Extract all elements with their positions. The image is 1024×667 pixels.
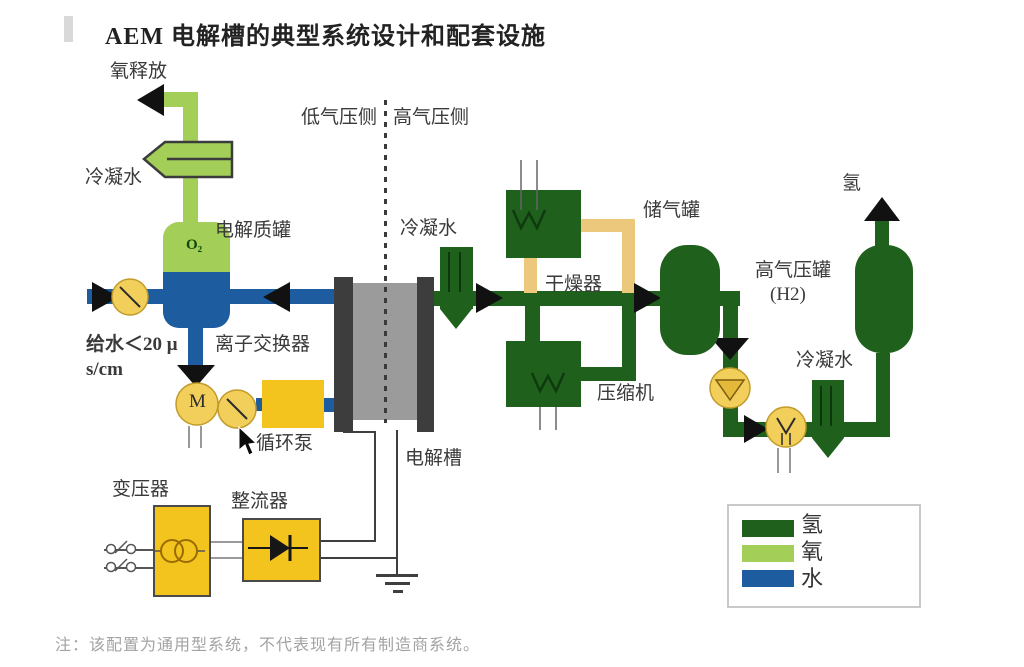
drain-arrow-icon xyxy=(177,365,215,387)
rectifier-unit xyxy=(242,518,321,582)
legend-label-oxygen: 氧 xyxy=(801,539,824,564)
scan-artifact xyxy=(64,16,73,42)
regen-pipe-right xyxy=(581,219,635,232)
legend-swatch-oxygen xyxy=(742,545,794,562)
separator-internal xyxy=(459,252,461,292)
condensate-separator xyxy=(440,247,473,309)
transformer-symbol xyxy=(155,539,205,563)
dryer-return-pipe xyxy=(622,306,636,381)
rectifier-negative-wire xyxy=(317,557,398,559)
label-rectifier: 整流器 xyxy=(231,491,289,512)
regen-pipe-drop xyxy=(622,219,635,293)
label-hp-tank-2: (H2) xyxy=(770,284,806,305)
label-condensate-right: 冷凝水 xyxy=(796,350,854,371)
label-feed-water-1: 给水＜20 μ xyxy=(86,334,178,355)
oxygen-condenser xyxy=(142,140,234,179)
ground-symbol xyxy=(393,590,403,593)
transformer-rectifier-wire xyxy=(207,541,242,543)
electrolyte-tank-gas-phase xyxy=(163,222,230,272)
label-feed-water-2: s/cm xyxy=(86,359,123,380)
o2-tag: O₂ xyxy=(186,237,203,253)
separator-internal xyxy=(448,252,450,292)
label-dryer: 干燥器 xyxy=(545,274,603,295)
legend-label-hydrogen: 氢 xyxy=(801,512,824,537)
label-hp-tank-1: 高气压罐 xyxy=(755,260,832,281)
label-storage-tank: 储气罐 xyxy=(643,200,701,221)
label-condensate-top: 冷凝水 xyxy=(85,167,143,188)
electrolyte-tank xyxy=(163,222,230,328)
pump-outlet-stub xyxy=(256,398,266,411)
dryer-heater-top xyxy=(511,160,547,231)
dryer-outlet-pipe xyxy=(581,367,628,381)
dryer-heater-bottom xyxy=(530,372,566,430)
pump-lead xyxy=(777,448,779,473)
hp-tank-feed-pipe xyxy=(876,353,890,437)
rectifier-positive-wire xyxy=(317,540,376,542)
circulation-pump xyxy=(217,389,257,429)
label-electrolyzer: 电解槽 xyxy=(405,448,463,469)
ground-symbol xyxy=(385,582,410,585)
feed-water-valve xyxy=(111,278,149,316)
electrolyzer-end-plate xyxy=(417,277,434,432)
hydrogen-out-arrow-icon xyxy=(864,197,900,221)
condensate-trap xyxy=(812,380,844,438)
dryer-tower-bottom xyxy=(506,341,581,407)
legend-label-water: 水 xyxy=(801,566,824,591)
oxygen-release-arrow-icon xyxy=(137,84,164,116)
hydrogen-outlet-pipe xyxy=(875,220,889,247)
pump-lead xyxy=(789,448,791,473)
ground-wire xyxy=(396,430,398,576)
motor-tag: M xyxy=(189,391,206,412)
storage-inlet-arrow-icon xyxy=(634,283,661,313)
ion-exchanger-unit xyxy=(262,380,324,428)
label-compressor: 压缩机 xyxy=(597,383,655,404)
trap-internal xyxy=(830,386,832,426)
legend-swatch-hydrogen xyxy=(742,520,794,537)
trap-internal xyxy=(820,386,822,426)
motor-lead xyxy=(188,426,190,448)
label-hydrogen-out: 氢 xyxy=(842,173,862,194)
label-low-pressure-side: 低气压侧 xyxy=(301,107,378,128)
label-ion-exchanger: 离子交换器 xyxy=(215,334,311,355)
high-pressure-tank xyxy=(855,245,913,353)
booster-pump xyxy=(765,406,807,448)
motor-lead xyxy=(200,426,202,448)
page-title: AEM 电解槽的典型系统设计和配套设施 xyxy=(105,24,546,50)
return-flow-arrow-icon xyxy=(263,282,290,312)
legend-swatch-water xyxy=(742,570,794,587)
label-electrolyte-tank: 电解质罐 xyxy=(215,220,292,241)
footnote: 注：该配置为通用型系统，不代表现有所有制造商系统。 xyxy=(55,637,481,654)
condensate-separator-bottom xyxy=(440,309,472,329)
label-condensate-mid: 冷凝水 xyxy=(400,218,458,239)
compressor-unit xyxy=(709,367,751,409)
ground-symbol xyxy=(376,574,418,577)
label-high-pressure-side: 高气压侧 xyxy=(393,107,470,128)
transformer-rectifier-wire xyxy=(207,557,242,559)
gas-storage-tank xyxy=(660,245,720,355)
compressor-inlet-arrow-icon xyxy=(711,338,749,360)
label-transformer: 变压器 xyxy=(112,479,170,500)
dryer-feed-pipe xyxy=(525,304,540,343)
dc-bus-wire xyxy=(343,431,376,433)
grid-breaker-symbols xyxy=(105,540,137,573)
label-circulation-pump: 循环泵 xyxy=(256,433,314,454)
dc-bus-wire xyxy=(374,431,376,542)
condensate-trap-bottom xyxy=(812,438,844,458)
pressure-boundary-dashed-line xyxy=(384,100,387,423)
electrolyte-tank-liquid-phase xyxy=(163,272,230,328)
diode-symbol xyxy=(248,535,308,561)
tank-drain-pipe xyxy=(188,328,203,374)
label-oxygen-release: 氧释放 xyxy=(110,61,168,82)
regen-pipe-down xyxy=(524,258,537,293)
oxygen-vent-pipe xyxy=(158,92,198,107)
electrolyzer-end-plate xyxy=(334,277,353,432)
discharge-arrow-icon xyxy=(744,415,768,443)
mouse-cursor-icon xyxy=(238,426,258,456)
hydrogen-flow-arrow-icon xyxy=(476,283,503,313)
